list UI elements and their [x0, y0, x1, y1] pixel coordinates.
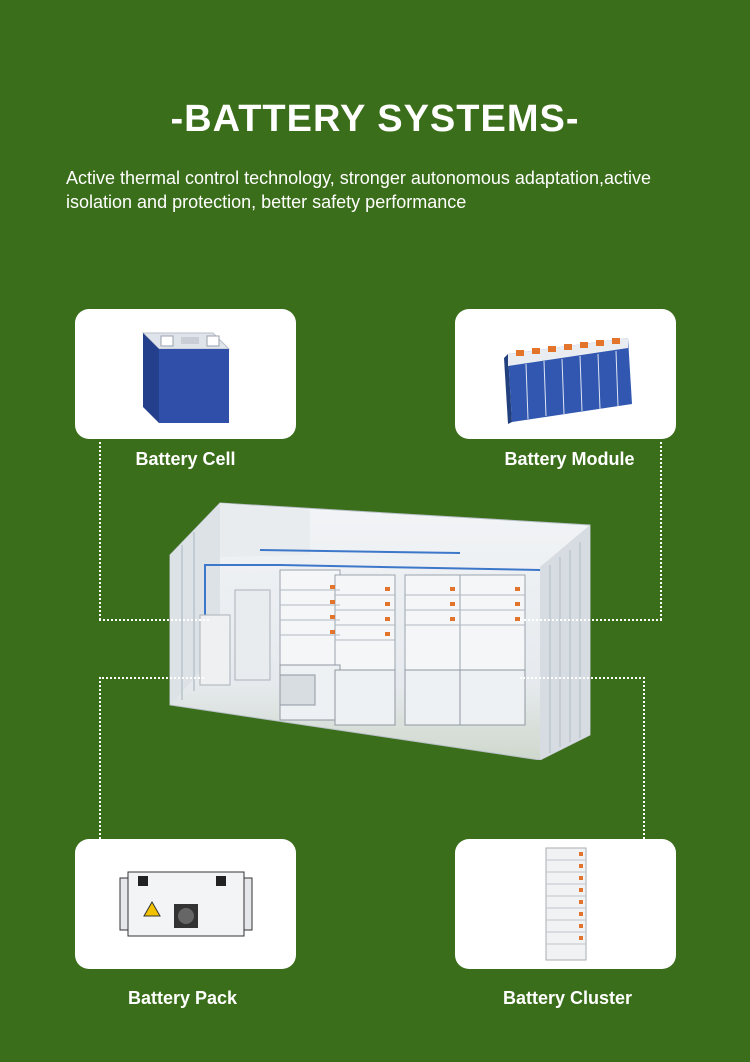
battery-module-card — [455, 309, 676, 439]
page-title: -BATTERY SYSTEMS- — [170, 98, 580, 140]
battery-cluster-label: Battery Cluster — [502, 988, 633, 1008]
connector-module-horizontal — [520, 619, 662, 621]
battery-cell-label: Battery Cell — [135, 449, 236, 469]
connector-cell-vertical — [99, 437, 101, 620]
description-text: Active thermal control technology, stron… — [66, 168, 651, 212]
connector-cluster-horizontal — [520, 677, 645, 679]
connector-cell-horizontal — [99, 619, 209, 621]
connector-pack-horizontal — [99, 677, 204, 679]
battery-module-label: Battery Module — [504, 449, 635, 469]
battery-cluster-icon — [545, 847, 586, 961]
battery-cluster-card — [455, 839, 676, 969]
battery-module-icon — [503, 338, 632, 424]
battery-cell-card — [75, 309, 296, 439]
connector-pack-vertical — [99, 677, 101, 839]
connector-cluster-vertical — [643, 677, 645, 839]
battery-pack-icon — [119, 871, 252, 937]
battery-pack-card — [75, 839, 296, 969]
battery-container-icon — [169, 502, 591, 760]
connector-module-vertical — [660, 437, 662, 620]
battery-pack-label: Battery Pack — [127, 988, 238, 1008]
battery-cell-icon — [141, 332, 230, 423]
